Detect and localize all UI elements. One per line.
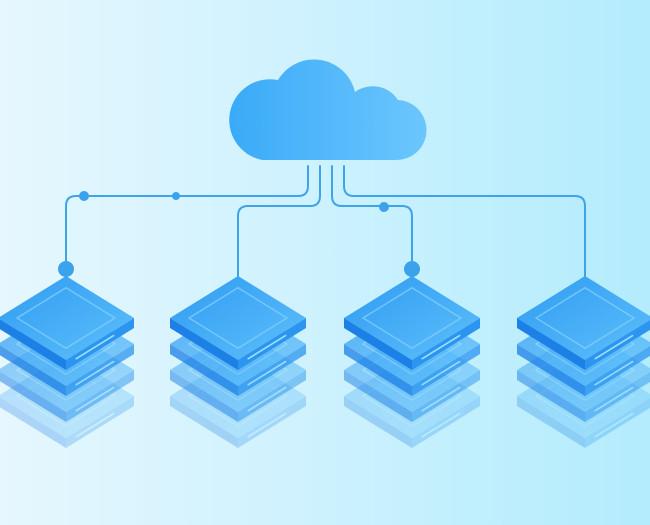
- server-layer-inset: [15, 286, 117, 350]
- server-indicator-stripe: [594, 412, 634, 438]
- server-layer-right-side: [412, 396, 480, 448]
- server-layer-right-side: [238, 396, 306, 448]
- server-layer-right-side: [585, 397, 650, 448]
- server-layer-inset: [534, 286, 636, 350]
- server-indicator-stripe: [75, 412, 115, 438]
- server-layer-left-side: [344, 318, 412, 370]
- server-indicator-stripe: [594, 386, 634, 412]
- cloud-icon: [229, 59, 427, 161]
- connector-nodes: [58, 191, 420, 277]
- connection-line-server-3: [331, 165, 413, 269]
- connection-line-server-4: [343, 165, 586, 291]
- server-layer-left-side: [0, 319, 66, 370]
- server-indicator-stripe: [75, 334, 115, 360]
- server-layer-left-side: [517, 396, 585, 448]
- connector-node-icon: [172, 192, 180, 200]
- server-layer-left-side: [170, 370, 238, 422]
- server-indicator-stripe: [421, 412, 461, 438]
- server-indicator-stripe: [421, 386, 461, 412]
- server-layer-inset: [361, 286, 463, 350]
- connection-lines: [65, 165, 586, 291]
- server-layer-left-side: [517, 318, 585, 370]
- server-indicator-stripe: [594, 360, 634, 386]
- server-indicator-stripe: [75, 360, 115, 386]
- server-indicator-stripe: [421, 334, 461, 360]
- server-stack-icon: [170, 276, 306, 448]
- connection-line-server-1: [65, 165, 309, 269]
- connector-node-icon: [79, 191, 89, 201]
- server-group: [0, 276, 650, 448]
- server-layer-top: [0, 276, 134, 360]
- server-indicator-stripe: [594, 334, 634, 360]
- server-top-layer: [344, 276, 480, 370]
- server-layer-right-side: [66, 396, 134, 448]
- server-top-layer: [170, 276, 306, 370]
- server-layer-left-side: [170, 344, 238, 396]
- server-stack-icon: [0, 276, 134, 448]
- connection-line-server-2: [237, 165, 321, 291]
- server-top-layer: [517, 276, 650, 370]
- server-stack-icon: [517, 276, 650, 448]
- server-stack-icon: [344, 276, 480, 448]
- server-layer-inset: [187, 286, 289, 350]
- server-layer-top: [517, 276, 650, 360]
- server-layer-left-side: [0, 345, 66, 396]
- server-indicator-stripe: [247, 386, 287, 412]
- server-top-layer: [0, 276, 134, 370]
- server-indicator-stripe: [75, 386, 115, 412]
- connector-node-icon: [404, 261, 420, 277]
- server-indicator-stripe: [247, 334, 287, 360]
- server-layer-left-side: [517, 344, 585, 396]
- server-indicator-stripe: [421, 360, 461, 386]
- server-indicator-stripe: [247, 412, 287, 438]
- server-layer-left-side: [517, 370, 585, 422]
- server-layer-left-side: [170, 396, 238, 448]
- server-layer-top: [170, 276, 306, 360]
- server-layer-left-side: [170, 318, 238, 370]
- server-layer-top: [344, 276, 480, 360]
- server-layer-left-side: [344, 370, 412, 422]
- server-layer-left-side: [0, 371, 66, 422]
- server-layer-left-side: [344, 344, 412, 396]
- server-layer-left-side: [344, 396, 412, 448]
- connector-node-icon: [379, 202, 389, 212]
- server-indicator-stripe: [247, 360, 287, 386]
- server-layer-left-side: [0, 397, 66, 448]
- connector-node-icon: [58, 261, 74, 277]
